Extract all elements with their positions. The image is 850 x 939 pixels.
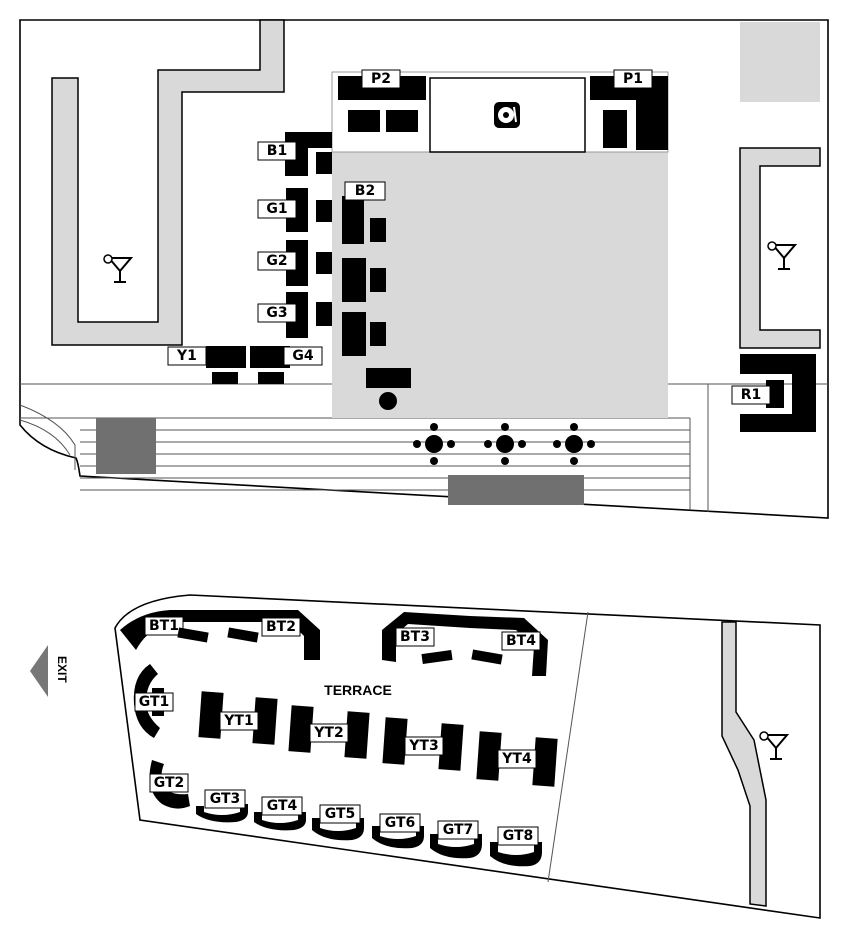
table-label-yt1: YT1 [223, 713, 253, 729]
table-label-gt6: GT6 [385, 815, 416, 831]
upper-outer-wall [19, 19, 829, 519]
upper-floor: P2 P1 B1 G1 G2 [19, 19, 829, 519]
table-label-r1: R1 [741, 387, 762, 403]
table-gt5[interactable]: GT5 [312, 804, 364, 841]
dance-floor-pillar [379, 392, 397, 410]
exit-label: EXIT [55, 656, 69, 683]
round-table-3 [553, 423, 595, 465]
steps-corner [19, 404, 76, 470]
table-label-yt2: YT2 [313, 725, 343, 741]
table-label-p1: P1 [623, 71, 643, 87]
turntable-icon [494, 102, 520, 128]
table-yt4[interactable]: YT4 [476, 731, 558, 787]
exit-arrow-icon[interactable] [30, 645, 48, 697]
left-bar-counter [51, 19, 285, 346]
stairs-block-left [96, 418, 156, 474]
table-label-gt1: GT1 [139, 694, 170, 710]
dance-floor-table [366, 368, 411, 388]
table-label-gt4: GT4 [267, 798, 298, 814]
table-label-gt2: GT2 [154, 775, 185, 791]
table-yt1[interactable]: YT1 [198, 691, 278, 745]
table-label-g2: G2 [266, 253, 287, 269]
stairs-block-bottom [448, 475, 584, 505]
table-label-g4: G4 [292, 348, 313, 364]
table-g1[interactable]: G1 [257, 188, 332, 232]
table-label-gt7: GT7 [443, 822, 474, 838]
table-p2[interactable]: P2 [338, 69, 426, 132]
table-yt2[interactable]: YT2 [288, 705, 370, 759]
table-g2[interactable]: G2 [257, 240, 332, 286]
table-label-bt2: BT2 [266, 619, 296, 635]
terrace-floor: EXIT TERRACE BT1 BT2 BT3 BT4 [30, 594, 821, 919]
terrace-walkway [721, 621, 767, 907]
steps-corner-2 [19, 419, 71, 456]
round-table-1 [413, 423, 455, 465]
table-r1[interactable]: R1 [731, 354, 816, 432]
table-label-p2: P2 [371, 71, 391, 87]
table-bt3[interactable]: BT3 [382, 612, 470, 665]
table-gt3[interactable]: GT3 [196, 789, 248, 823]
cocktail-icon [767, 241, 798, 270]
cocktail-icon [759, 731, 790, 760]
cocktail-icon [103, 254, 134, 283]
table-y1[interactable]: Y1 [167, 346, 246, 384]
terrace-area-label: TERRACE [324, 682, 392, 698]
table-yt3[interactable]: YT3 [382, 717, 464, 771]
table-label-b2: B2 [355, 183, 375, 199]
table-label-gt8: GT8 [503, 828, 534, 844]
terrace-outer-wall [114, 594, 821, 919]
table-label-bt1: BT1 [149, 618, 179, 634]
table-p1[interactable]: P1 [590, 69, 668, 150]
table-label-y1: Y1 [176, 348, 197, 364]
table-g3[interactable]: G3 [257, 292, 332, 338]
table-b2[interactable]: B2 [342, 181, 386, 356]
table-gt6[interactable]: GT6 [372, 813, 424, 849]
table-gt4[interactable]: GT4 [254, 796, 306, 831]
round-table-2 [484, 423, 526, 465]
table-gt7[interactable]: GT7 [430, 820, 482, 859]
table-gt1[interactable]: GT1 [133, 664, 174, 738]
table-bt1[interactable]: BT1 [120, 610, 215, 650]
table-label-bt4: BT4 [506, 633, 536, 649]
table-label-yt4: YT4 [501, 751, 532, 767]
table-label-gt3: GT3 [210, 791, 241, 807]
table-label-g3: G3 [266, 305, 287, 321]
table-gt2[interactable]: GT2 [149, 760, 190, 809]
table-bt4[interactable]: BT4 [470, 616, 548, 676]
table-label-bt3: BT3 [400, 629, 430, 645]
right-bar-counter [739, 147, 821, 349]
dance-floor [332, 152, 668, 418]
right-grey-block [740, 22, 820, 102]
table-label-yt3: YT3 [408, 738, 438, 754]
table-label-gt5: GT5 [325, 806, 356, 822]
table-label-b1: B1 [267, 143, 287, 159]
table-label-g1: G1 [266, 201, 287, 217]
table-gt8[interactable]: GT8 [490, 826, 542, 867]
table-bt2[interactable]: BT2 [177, 610, 320, 660]
table-g4[interactable]: G4 [250, 346, 323, 384]
table-b1[interactable]: B1 [257, 132, 332, 176]
terrace-divider [547, 611, 589, 883]
